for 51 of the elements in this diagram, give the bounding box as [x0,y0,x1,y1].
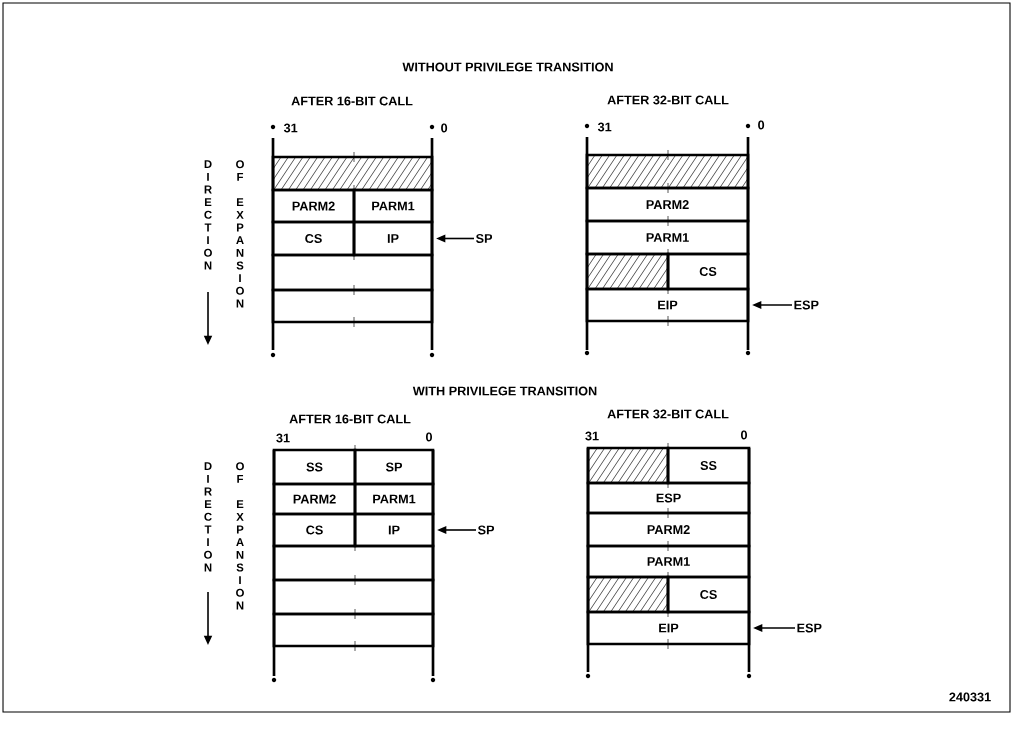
stack-cell: PARM2 [271,188,356,224]
stack-cell: SS [666,446,751,485]
stack-cell: IP [353,512,435,548]
stack-cell: CS [666,252,750,291]
hatched-cell [271,155,434,192]
hatched-cell [585,153,750,190]
stack-cell: PARM1 [352,188,434,224]
empty-cell [272,578,435,616]
bit-number: 0 [741,430,747,440]
stack-cell: PARM2 [586,511,751,548]
stack-cell: PARM1 [586,544,751,579]
bit-number: 0 [758,120,765,130]
empty-cell [271,253,434,292]
empty-cell [271,288,434,324]
stack-cell: PARM2 [585,186,750,223]
stack-cell: PARM1 [353,482,435,516]
pointer-label: ESP [797,623,822,633]
stack-title: AFTER 32-BIT CALL [607,409,729,419]
direction-label: OF [236,160,244,181]
bit-number: 31 [597,122,612,132]
stack-cell: PARM1 [585,219,750,256]
direction-label: DIRECTION [204,160,212,270]
hatched-cell [586,575,670,614]
stack-cell: CS [272,512,357,548]
section-heading: WITHOUT PRIVILEGE TRANSITION [402,62,613,72]
direction-label: DIRECTION [204,462,212,572]
hatched-cell [585,252,670,291]
direction-label: OF [236,462,244,483]
empty-cell [272,612,435,648]
stack-cell: CS [271,220,356,257]
stack-cell: SS [272,448,357,486]
stack-title: AFTER 16-BIT CALL [289,414,411,424]
direction-label: EXPANSION [236,198,244,308]
empty-cell [272,544,435,582]
pointer-label: SP [477,525,495,535]
figure-number: 240331 [949,692,991,702]
pointer-label: SP [475,234,493,243]
stack-cell: SP [353,448,435,486]
stack-cell: PARM2 [272,482,357,516]
section-heading: WITH PRIVILEGE TRANSITION [412,386,597,396]
bit-number: 0 [441,123,448,133]
pointer-label: ESP [794,300,819,310]
hatched-cell [586,446,670,485]
stack-cell: CS [666,575,751,614]
bit-number: 31 [283,123,298,133]
direction-label: EXPANSION [236,500,244,610]
stack-cell: ESP [586,481,751,515]
stack-cell: EIP [585,287,750,323]
bit-number: 31 [585,431,599,441]
stack-cell: IP [352,220,434,257]
stack-cell: EIP [586,610,751,646]
